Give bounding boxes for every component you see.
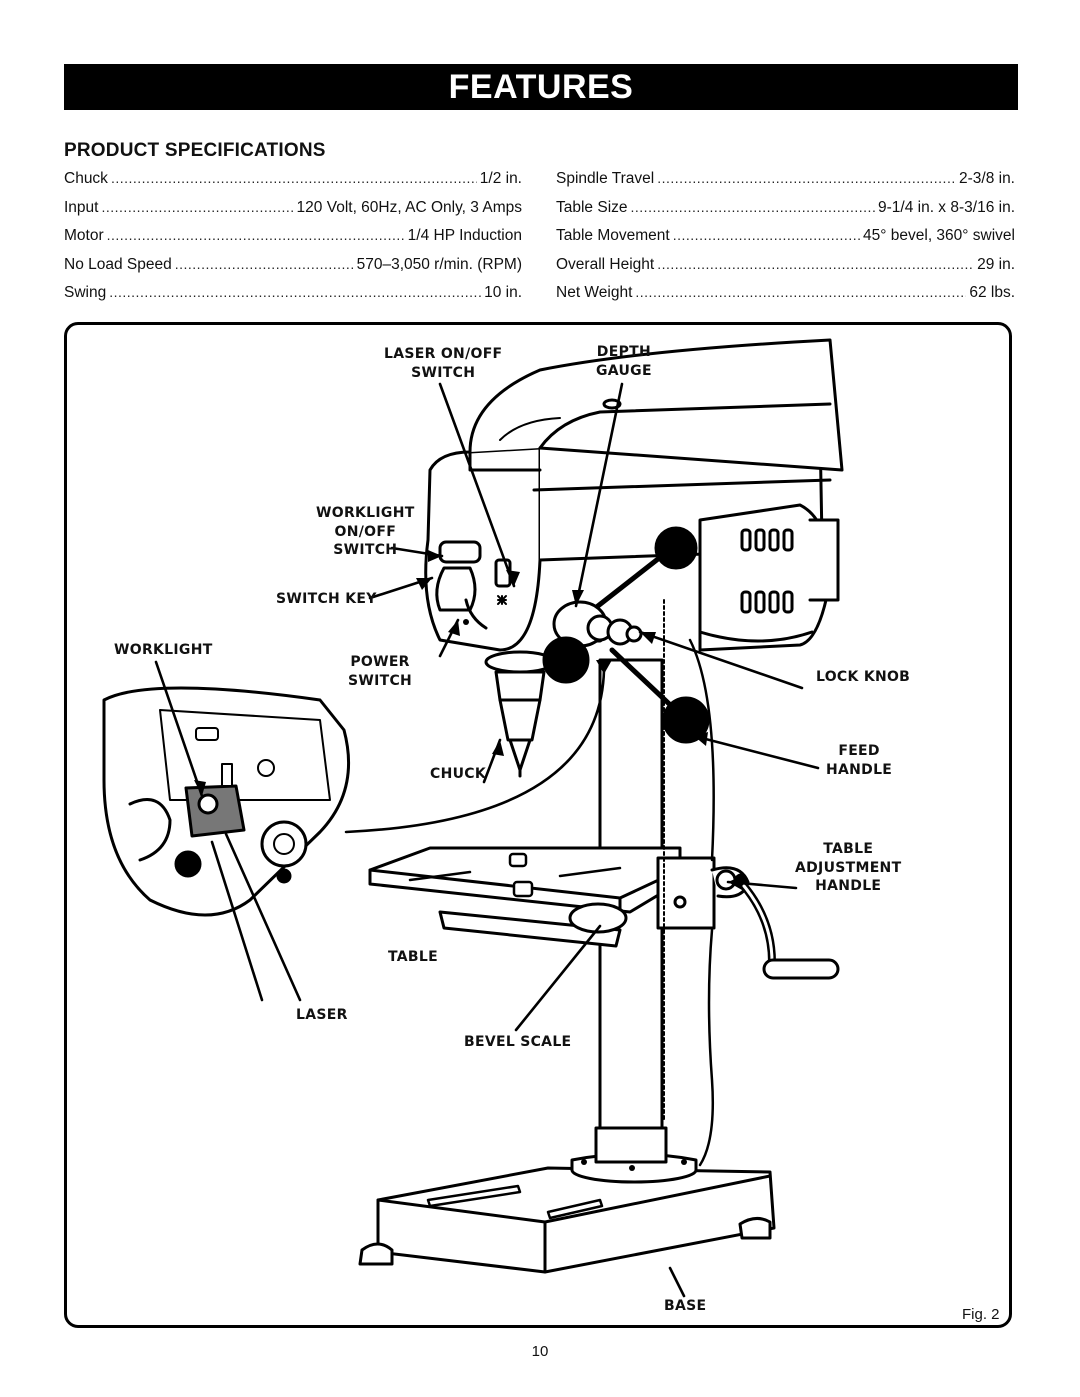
callout-text: CHUCK — [430, 766, 486, 782]
leader-dots: ........................................… — [657, 170, 956, 186]
spec-value: 1/4 HP Induction — [407, 227, 522, 244]
callout-laser: LASER — [296, 1006, 348, 1025]
spec-label: Table Movement — [556, 227, 670, 244]
callout-text: BASE — [664, 1298, 707, 1314]
spec-row-net-weight: Net Weight .............................… — [556, 278, 1015, 307]
spec-value: 45° bevel, 360° swivel — [863, 227, 1015, 244]
callout-table: TABLE — [388, 948, 438, 967]
callout-text: DEPTH — [596, 344, 652, 360]
spec-row-no-load-speed: No Load Speed ..........................… — [64, 250, 522, 279]
leader-dots: ........................................… — [174, 255, 354, 272]
spec-label: Chuck — [64, 170, 108, 187]
spec-row-table-size: Table Size .............................… — [556, 193, 1015, 222]
callout-text: LASER — [296, 1007, 348, 1023]
callout-text: WORKLIGHT — [114, 642, 213, 658]
page-number: 10 — [531, 1343, 549, 1360]
callout-laser-on-off-switch: LASER ON/OFF SWITCH — [384, 345, 502, 382]
features-banner: FEATURES — [64, 64, 1018, 110]
spec-value: 120 Volt, 60Hz, AC Only, 3 Amps — [296, 198, 522, 216]
feed-handle-illustration — [542, 526, 710, 744]
specs-left-column: Chuck ..................................… — [64, 164, 522, 307]
callout-lock-knob: LOCK KNOB — [816, 668, 910, 687]
callout-text: SWITCH — [333, 542, 398, 558]
spec-row-table-movement: Table Movement .........................… — [556, 221, 1015, 250]
callout-text: GAUGE — [596, 362, 652, 379]
callout-power-switch: POWER SWITCH — [348, 653, 412, 690]
spec-label: Swing — [64, 284, 107, 301]
callout-chuck: CHUCK — [430, 765, 486, 784]
spec-value: 10 in. — [484, 284, 522, 301]
figure-label: Fig. 2 — [962, 1306, 1000, 1323]
callout-text: BEVEL SCALE — [464, 1034, 572, 1050]
callout-text: SWITCH — [411, 364, 476, 381]
callout-text: HANDLE — [815, 878, 882, 894]
spec-value: 2-3/8 in. — [958, 170, 1015, 187]
callout-text: LASER ON/OFF — [384, 346, 503, 362]
spec-label: Net Weight — [556, 284, 633, 301]
spec-row-chuck: Chuck ..................................… — [64, 164, 522, 193]
leader-dots: ........................................… — [101, 198, 294, 215]
callout-worklight: WORKLIGHT — [114, 641, 213, 660]
spec-label: No Load Speed — [64, 255, 172, 273]
spec-value: 29 in. — [977, 255, 1015, 273]
leader-dots: ........................................… — [657, 255, 974, 272]
spec-row-input: Input ..................................… — [64, 193, 522, 222]
spec-value: 570–3,050 r/min. (RPM) — [356, 255, 522, 273]
spec-row-swing: Swing ..................................… — [64, 278, 522, 307]
spec-label: Table Size — [556, 198, 628, 216]
specs-right-column: Spindle Travel .........................… — [556, 164, 1015, 307]
leader-dots: ........................................… — [106, 227, 405, 243]
callout-text: ON/OFF — [334, 523, 397, 540]
callout-text: FEED — [838, 743, 880, 759]
leader-dots: ........................................… — [109, 284, 481, 300]
leader-dots: ........................................… — [635, 284, 966, 300]
callout-text: ADJUSTMENT — [795, 859, 902, 876]
head-illustration — [424, 338, 844, 778]
spec-row-overall-height: Overall Height .........................… — [556, 250, 1015, 279]
spec-label: Motor — [64, 227, 104, 244]
spec-value: 62 lbs. — [969, 284, 1015, 301]
callout-base: BASE — [664, 1297, 706, 1316]
spec-row-spindle-travel: Spindle Travel .........................… — [556, 164, 1015, 193]
spec-value: 9-1/4 in. x 8-3/16 in. — [878, 198, 1015, 216]
callout-worklight-on-off-switch: WORKLIGHT ON/OFF SWITCH — [316, 504, 415, 560]
callout-feed-handle: FEED HANDLE — [826, 742, 892, 779]
callout-switch-key: SWITCH KEY — [276, 590, 377, 609]
callout-text: POWER — [350, 654, 410, 670]
callout-depth-gauge: DEPTH GAUGE — [596, 343, 652, 380]
base-illustration — [358, 1152, 776, 1274]
callout-text: TABLE — [823, 841, 874, 857]
leader-dots: ........................................… — [672, 227, 860, 243]
spec-label: Input — [64, 198, 99, 216]
callout-text: LOCK KNOB — [816, 669, 911, 685]
callout-table-adjustment-handle: TABLE ADJUSTMENT HANDLE — [795, 840, 901, 896]
product-specifications-heading: PRODUCT SPECIFICATIONS — [64, 140, 326, 161]
inset-illustration — [102, 686, 351, 917]
callout-bevel-scale: BEVEL SCALE — [464, 1033, 571, 1052]
callout-text: SWITCH KEY — [276, 591, 377, 607]
callout-text: WORKLIGHT — [316, 505, 415, 521]
callout-text: SWITCH — [348, 672, 413, 689]
figure-frame — [64, 322, 1012, 1328]
spec-row-motor: Motor ..................................… — [64, 221, 522, 250]
callout-text: HANDLE — [826, 761, 893, 778]
callout-text: TABLE — [388, 949, 438, 965]
arrowheads — [194, 550, 742, 890]
leader-dots: ........................................… — [630, 198, 875, 215]
spec-label: Overall Height — [556, 255, 655, 273]
spec-label: Spindle Travel — [556, 170, 655, 187]
spec-value: 1/2 in. — [479, 170, 522, 187]
leader-dots: ........................................… — [110, 170, 477, 186]
